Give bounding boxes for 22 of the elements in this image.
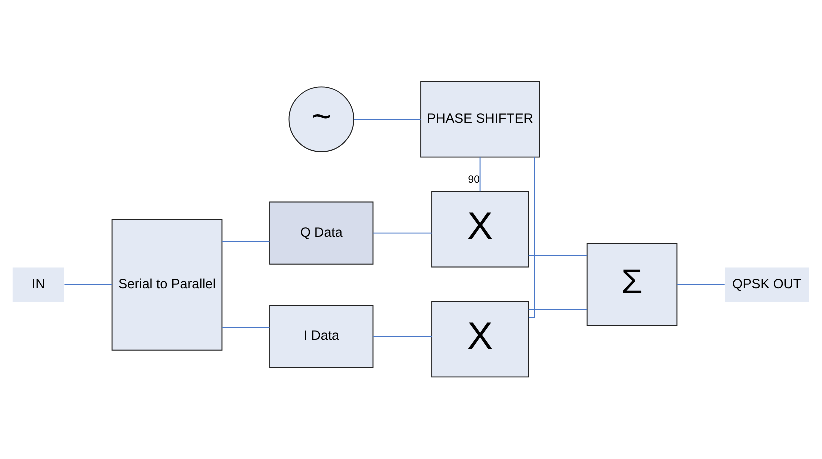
connector — [373, 336, 432, 338]
node-circle: ~ — [288, 86, 354, 152]
connector — [222, 241, 270, 242]
edge-label: 90 — [468, 174, 480, 186]
connector — [222, 327, 270, 328]
node-box: Serial to Parallel — [112, 218, 223, 351]
connector — [528, 156, 536, 318]
node-box: PHASE SHIFTER — [420, 81, 540, 158]
node-box: X — [432, 191, 530, 268]
connector — [354, 119, 422, 120]
node-box: Σ — [586, 243, 678, 327]
connector — [480, 156, 481, 192]
node-box: IN — [12, 268, 64, 302]
node-box: I Data — [270, 305, 374, 368]
connector — [677, 284, 726, 286]
connector — [64, 284, 113, 286]
connector — [528, 255, 588, 256]
node-box: X — [432, 301, 530, 378]
node-box: QPSK OUT — [725, 268, 810, 302]
connector — [373, 232, 432, 234]
node-box: Q Data — [270, 202, 374, 265]
connector — [528, 309, 588, 310]
